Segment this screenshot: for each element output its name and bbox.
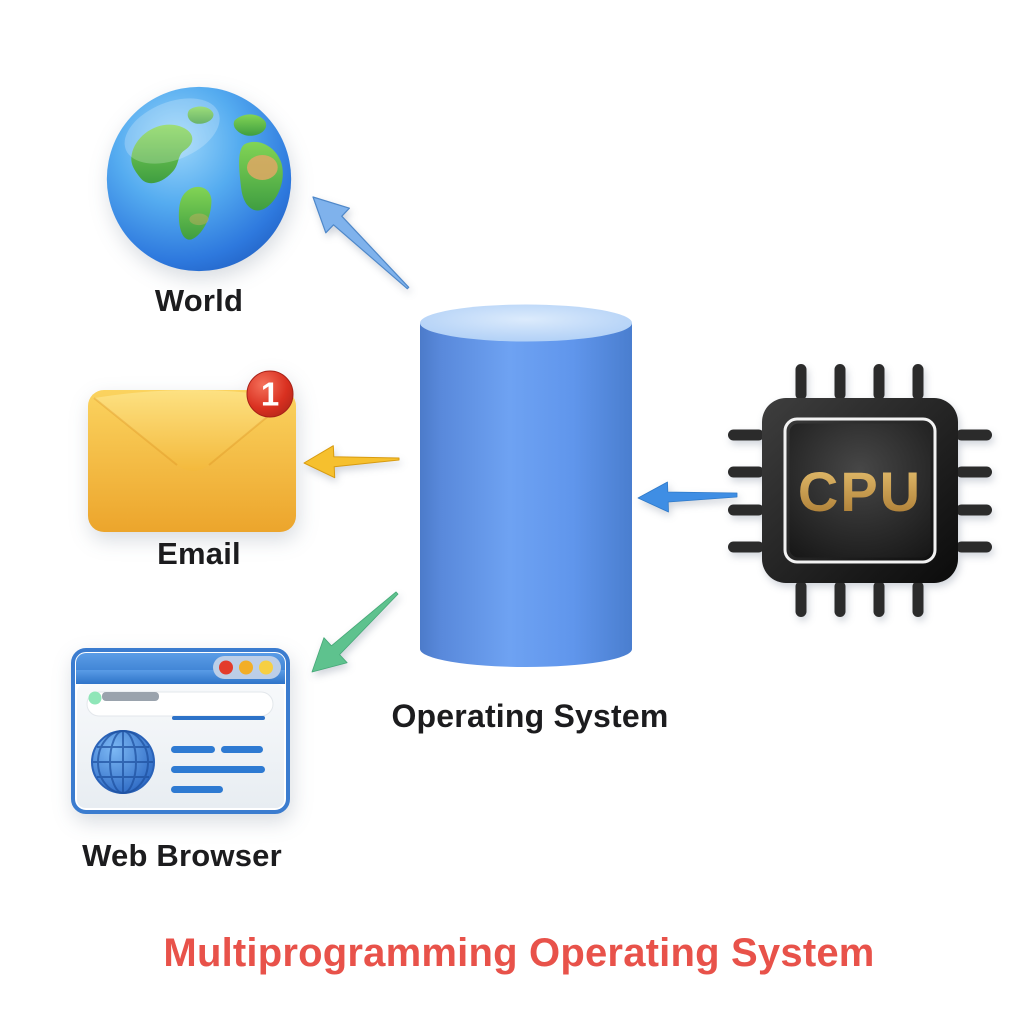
window-control-red	[219, 660, 233, 675]
arrow-cpu-to-os	[637, 481, 738, 513]
web-browser-label: Web Browser	[82, 838, 282, 873]
address-bar-dot	[88, 691, 102, 705]
arrow-os-to-email	[303, 445, 400, 479]
envelope-icon: 1	[86, 368, 300, 536]
blue-cylinder-icon	[419, 304, 633, 670]
arrow-os-to-browser	[311, 591, 399, 673]
email-label: Email	[157, 536, 241, 571]
os-cylinder-svg	[420, 304, 632, 667]
address-bar-tab	[102, 692, 159, 701]
processor-chip-icon: CPU	[726, 362, 994, 619]
page-text-lines	[171, 746, 265, 793]
window-control-yellow2	[259, 660, 273, 675]
arrow-os-to-world	[312, 196, 410, 290]
cpu-chip-svg: CPU	[728, 364, 992, 617]
browser-window-icon	[71, 646, 290, 816]
notification-badge	[246, 370, 294, 418]
browser-globe-icon	[91, 730, 155, 794]
cpu-label-text: CPU	[798, 460, 922, 523]
world-label: World	[154, 283, 244, 318]
operating-system-label: Operating System	[391, 698, 669, 734]
diagram-title: Multiprogramming Operating System	[163, 931, 875, 975]
cpu-pins	[728, 364, 992, 617]
earth-globe-icon	[103, 83, 295, 275]
badge-count: 1	[261, 376, 279, 413]
envelope-svg: 1	[88, 370, 296, 532]
window-control-yellow	[239, 660, 253, 675]
browser-window-svg	[71, 648, 290, 814]
earth-globe-svg	[106, 86, 292, 272]
